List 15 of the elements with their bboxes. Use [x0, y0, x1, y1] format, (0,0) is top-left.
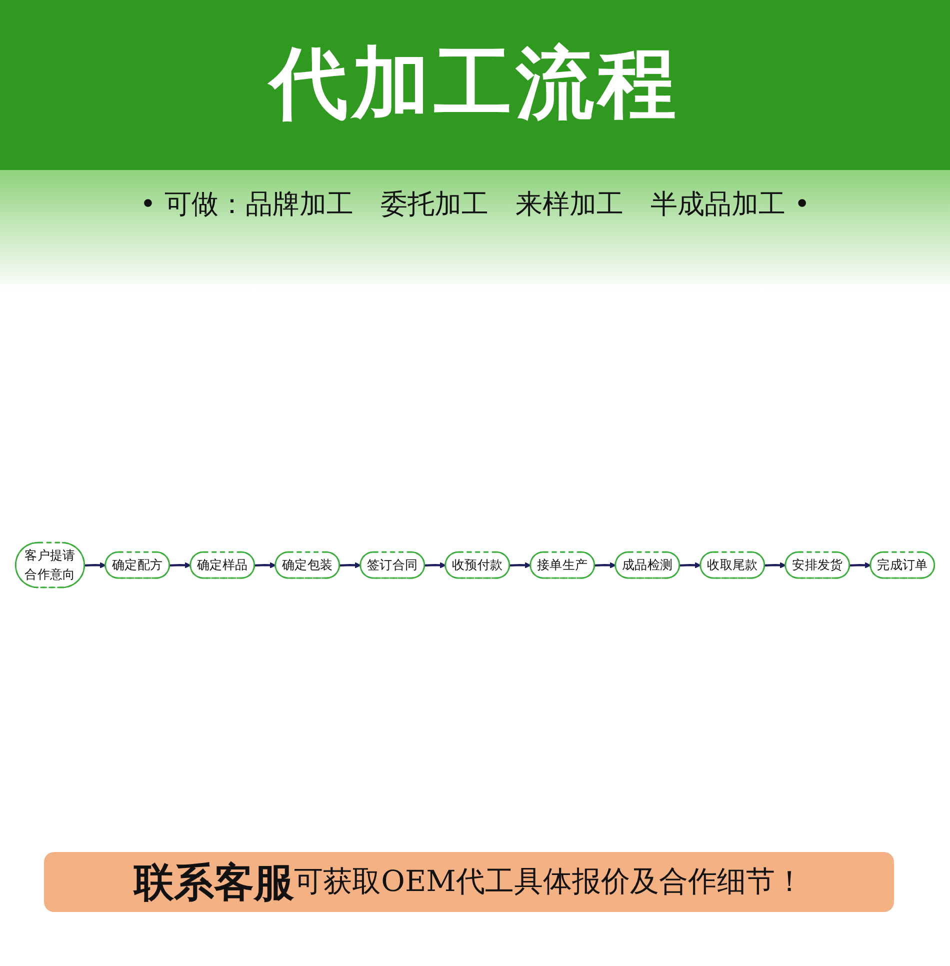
process-oval: 确定配方 — [104, 551, 170, 579]
process-oval: 完成订单 — [870, 551, 936, 579]
process-oval: 确定样品 — [190, 551, 256, 579]
contact-heading: 联系客服 — [134, 858, 294, 908]
contact-text: 可获取OEM代工具体报价及合作细节！ — [294, 863, 804, 900]
process-oval: 收预付款 — [444, 551, 510, 579]
process-oval: 接单生产 — [530, 551, 596, 579]
process-oval: 客户提请合作意向 — [14, 542, 86, 588]
process-oval: 收取尾款 — [700, 551, 766, 579]
process-oval: 安排发货 — [784, 551, 850, 579]
page-title: 代加工流程 — [270, 42, 680, 128]
process-oval: 成品检测 — [614, 551, 680, 579]
process-oval: 签订合同 — [360, 551, 426, 579]
service-list: • 可做：品牌加工 委托加工 来样加工 半成品加工 • — [140, 189, 810, 220]
process-oval: 确定包装 — [274, 551, 340, 579]
